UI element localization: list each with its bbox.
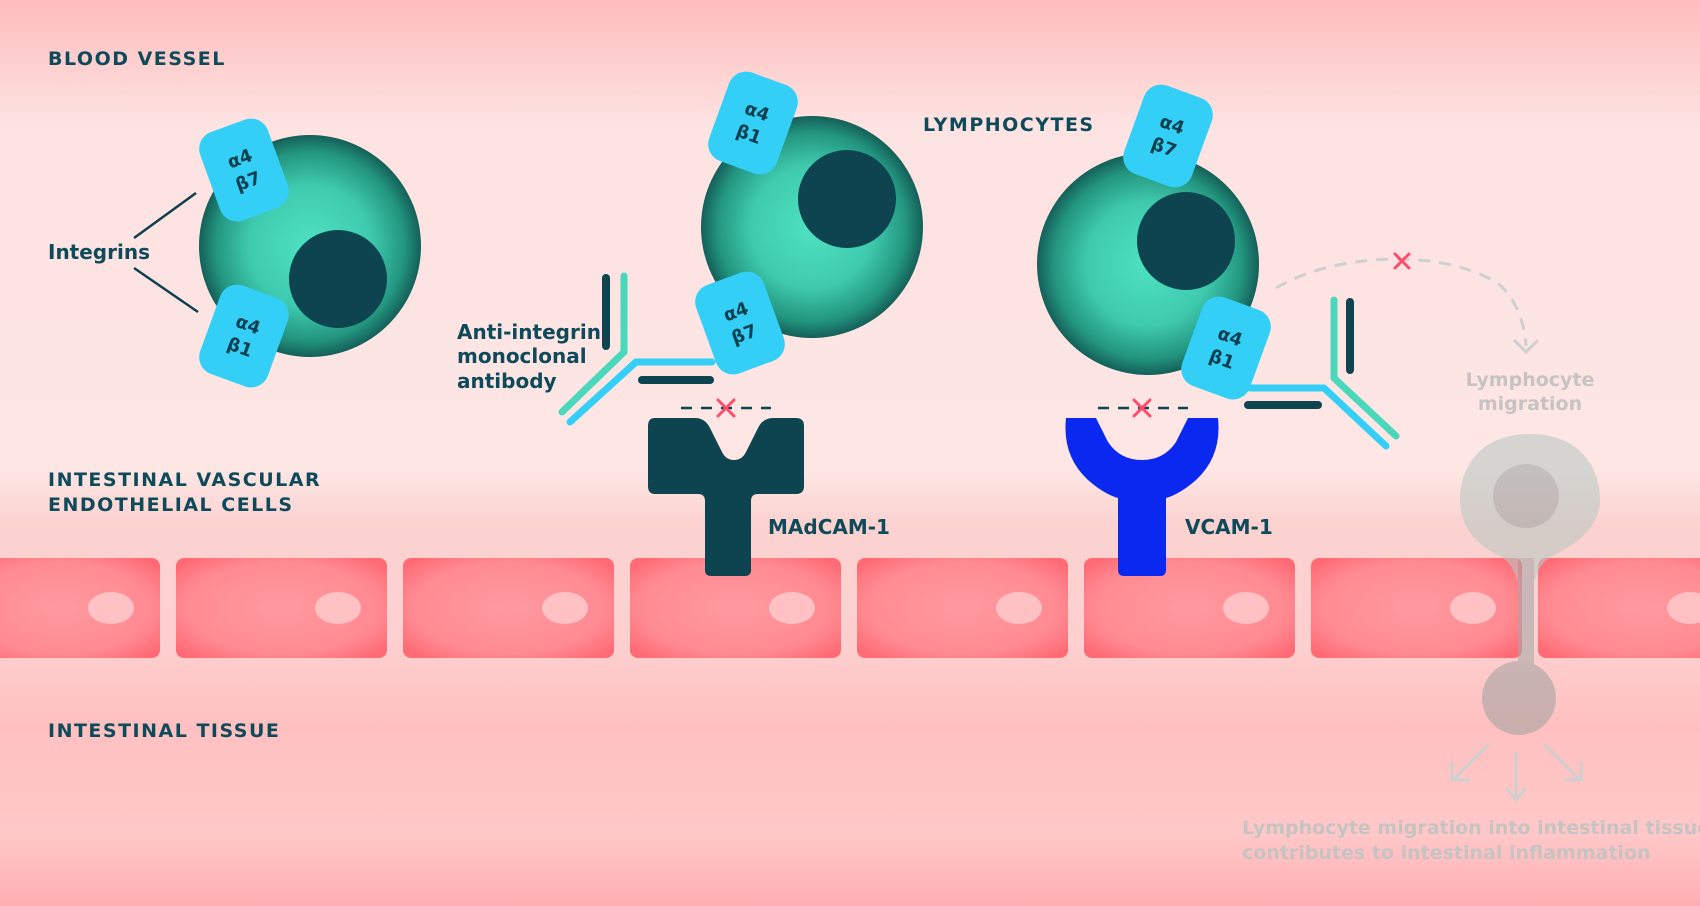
endothelial-cell [1084,558,1295,658]
integrin-a4b7-tag: α4 β7 [1123,84,1213,188]
ghost-stem [1518,558,1534,668]
lymphocyte-nucleus [798,150,896,248]
anti-integrin-antibody-1 [558,272,716,426]
endothelial-cell-nucleus [542,592,588,624]
ghost-nucleus [1493,464,1559,528]
endothelial-cell-nucleus [996,592,1042,624]
anti-integrin-antibody-2 [1244,296,1400,450]
endothelial-cell [1311,558,1522,658]
blood-vessel-label: BLOOD VESSEL [48,48,226,70]
lymphocyte-nucleus [1137,192,1235,290]
endothelial-cell-nucleus [88,592,134,624]
lymphocyte-nucleus [289,230,387,328]
madcam-blocked-mark [681,398,771,418]
endothelial-cell [403,558,614,658]
endothelial-cell-nucleus [1667,592,1700,624]
vcam-blocked-mark [1098,398,1188,418]
tissue-spread-arrows [1450,742,1583,803]
migration-blocked-x [1393,252,1411,270]
migrating-lymphocyte-ghost [1460,434,1600,735]
endothelial-cell-row [0,558,1700,658]
endothelial-cell [630,558,841,658]
endothelial-cell [1538,558,1700,658]
integrin-a4b1-tag: α4 β1 [1181,296,1271,400]
lymphocyte-3: α4 β7 α4 β1 [1037,84,1271,400]
antibody-label-line-1: Anti-integrin [457,320,601,344]
ghost-lower-body [1482,661,1556,735]
endothelial-label-line-2: ENDOTHELIAL CELLS [48,494,294,516]
vcam-1-receptor [1065,418,1219,576]
lymphocyte-migration-label-line-2: migration [1478,393,1582,415]
inflammation-label-line-1: Lymphocyte migration into intestinal tis… [1242,817,1700,839]
integrin-a4b1-tag: α4 β1 [708,71,798,175]
antibody-label-line-2: monoclonal [457,344,587,368]
endothelial-cell [857,558,1068,658]
integrin-a4b7-tag: α4 β7 [199,118,289,222]
migration-arrow [1275,257,1540,355]
antibody-label-line-3: antibody [457,369,557,393]
endothelial-cell [176,558,387,658]
integrin-pointer-lines [133,191,199,314]
lymphocyte-1: α4 β7 α4 β1 [199,118,421,388]
endothelial-cell-nucleus [1450,592,1496,624]
lymphocyte-migration-label-line-1: Lymphocyte [1466,369,1595,391]
inflammation-label-line-2: contributes to intestinal inflammation [1242,842,1651,864]
integrins-label: Integrins [48,240,150,264]
madcam-1-receptor [648,418,804,576]
lymphocytes-label: LYMPHOCYTES [923,114,1095,136]
intestinal-tissue-label: INTESTINAL TISSUE [48,720,280,742]
endothelial-cell-nucleus [315,592,361,624]
endothelial-cell [0,558,160,658]
integrin-a4b7-tag: α4 β7 [695,271,785,375]
vcam-1-label: VCAM-1 [1185,515,1273,539]
endothelial-cell-nucleus [1223,592,1269,624]
integrin-a4b1-tag: α4 β1 [199,284,289,388]
endothelial-cell-nucleus [769,592,815,624]
lymphocyte-2: α4 β1 α4 β7 [695,71,923,375]
madcam-1-label: MAdCAM-1 [768,515,890,539]
endothelial-label-line-1: INTESTINAL VASCULAR [48,469,321,491]
